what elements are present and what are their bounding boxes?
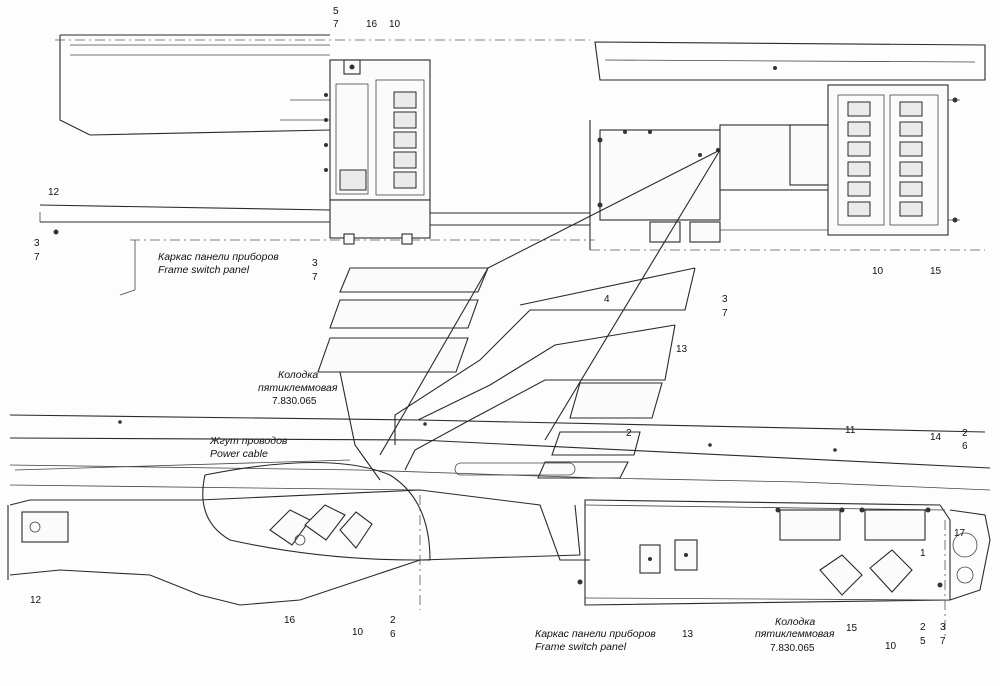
callout: 13: [676, 344, 688, 355]
callout: 12: [48, 187, 60, 198]
callout: 5: [920, 636, 926, 647]
callout: 16: [366, 19, 378, 30]
block-ru-line2: пятиклеммовая: [258, 382, 338, 394]
callout: 1: [920, 548, 926, 559]
bottom-dashboard: [7, 414, 991, 640]
callout: 2: [626, 428, 632, 439]
callout: 2: [920, 622, 926, 633]
frame-panel-en-top: Frame switch panel: [158, 264, 250, 276]
callout: 10: [885, 641, 897, 652]
callout: 3: [34, 238, 40, 249]
block-bottom-ru-line2: пятиклеммовая: [755, 628, 835, 640]
callout: 6: [390, 629, 396, 640]
label-plates: [317, 149, 721, 481]
callout: 6: [962, 441, 968, 452]
callout-numbers: 5 7 16 10 12 3 7 3 7 10 15 4 3 7 13 11 1…: [30, 6, 968, 652]
bottom-relays: [269, 504, 913, 596]
callout: 7: [312, 272, 318, 283]
callout: 5: [333, 6, 339, 17]
callout: 7: [940, 636, 946, 647]
harness-en: Power cable: [210, 448, 268, 460]
callout: 3: [722, 294, 728, 305]
frame-panel-ru-top: Каркас панели приборов: [158, 251, 279, 263]
block-bottom-ru-line1: Колодка: [775, 616, 815, 628]
callout: 15: [930, 266, 942, 277]
callout: 17: [954, 528, 966, 539]
block-code: 7.830.065: [272, 396, 317, 407]
block-ru-line1: Колодка: [278, 369, 318, 381]
block-bottom-code: 7.830.065: [770, 643, 815, 654]
callout: 4: [604, 294, 610, 305]
callout: 10: [872, 266, 884, 277]
callout: 7: [34, 252, 40, 263]
frame-panel-ru-bottom: Каркас панели приборов: [535, 628, 656, 640]
callout: 2: [390, 615, 396, 626]
callout: 3: [940, 622, 946, 633]
harness-ru: Жгут проводов: [209, 435, 288, 447]
top-right-frame: [589, 41, 986, 251]
callout: 10: [352, 627, 364, 638]
text-labels: Каркас панели приборов Frame switch pane…: [158, 251, 835, 654]
callout: 7: [722, 308, 728, 319]
callout: 14: [930, 432, 942, 443]
top-left-frame: [39, 34, 595, 296]
callout: 16: [284, 615, 296, 626]
callout: 12: [30, 595, 42, 606]
top-left-relay-module: [53, 59, 431, 245]
callout: 2: [962, 428, 968, 439]
callout: 10: [389, 19, 401, 30]
top-right-relay-module: [827, 84, 960, 236]
callout: 3: [312, 258, 318, 269]
callout: 15: [846, 623, 858, 634]
callout: 11: [845, 425, 856, 436]
callout: 7: [333, 19, 339, 30]
frame-panel-en-bottom: Frame switch panel: [535, 641, 627, 653]
callout: 13: [682, 629, 694, 640]
